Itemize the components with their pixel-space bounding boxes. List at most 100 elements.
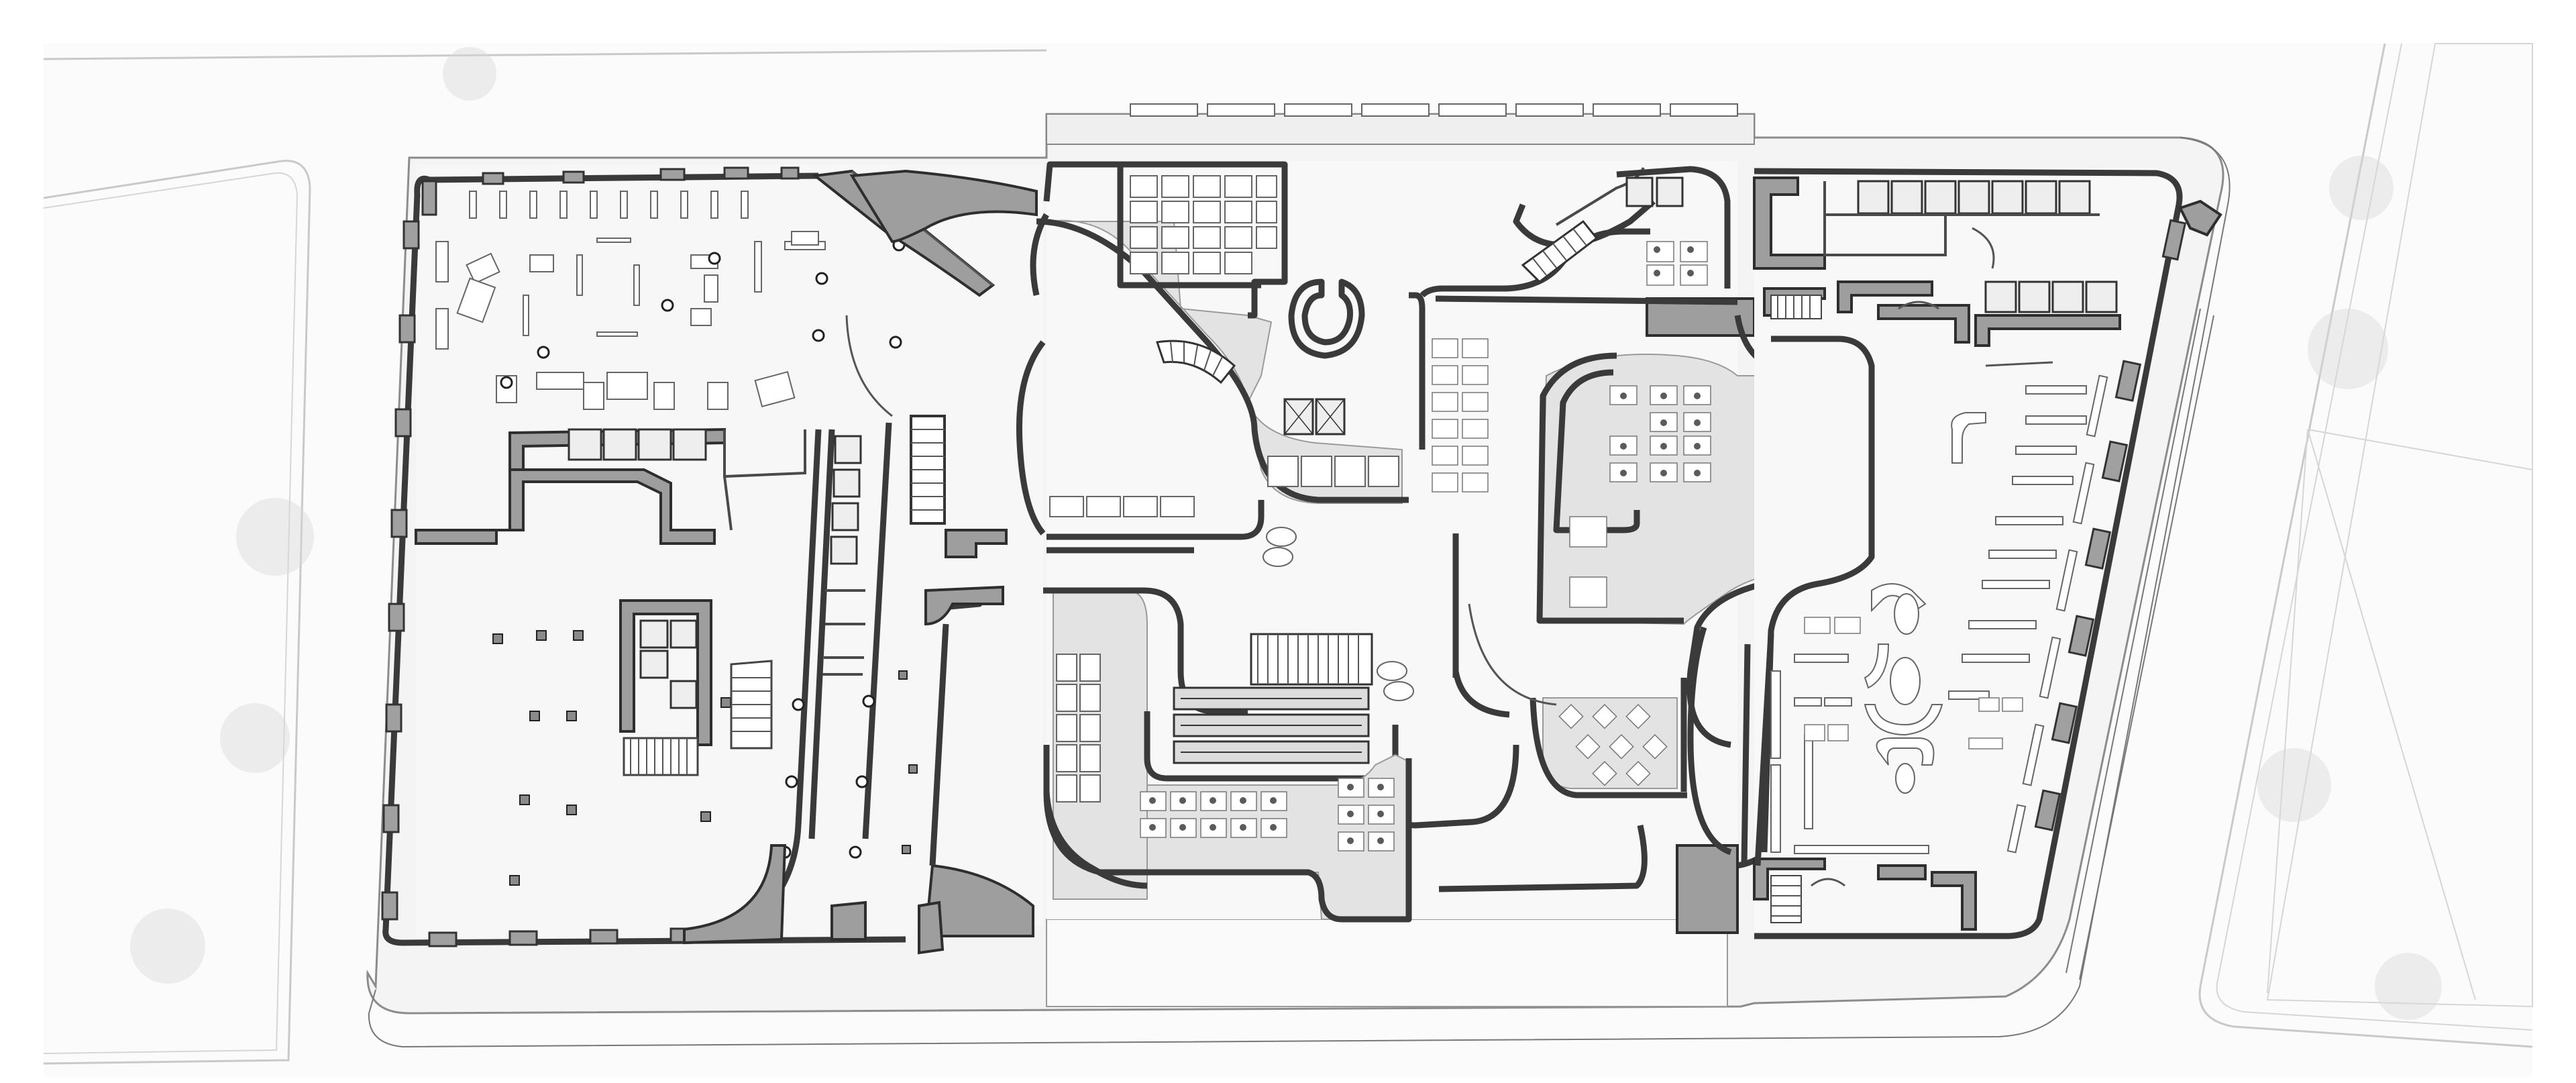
reading-arc [1876,737,1935,766]
west-wing-floor [416,164,1043,939]
east-building-hip-1 [2267,429,2533,1000]
stair-drum [1288,278,1365,359]
shelf-line [596,238,631,243]
west-wing-sw-curve [683,844,787,945]
display-table [536,372,584,390]
south-commons-curve [1438,825,1648,892]
column-icon [902,845,911,854]
tree-icon [2329,156,2394,220]
atrium-elevators [1283,398,1346,435]
skylight-panel [1593,103,1661,117]
lounge-table [1130,175,1158,198]
elevator-icon [669,619,698,649]
shelving-icon [1962,654,2030,663]
east-block-outline [2198,43,2533,1048]
seat-block [1056,744,1077,772]
skylight-panel [1207,103,1275,117]
north-lounge-floor [1046,219,1403,504]
column-icon [519,794,530,805]
desk-cluster-icon [1432,419,1458,439]
atrium-long-wall [1409,292,1426,450]
wall-pier [723,166,749,180]
wall-pier [589,929,619,945]
column-icon [849,845,862,859]
elevator-icon [831,502,859,531]
cafe-wall [1529,697,1687,798]
west-wing-east-spine [862,422,892,839]
west-atrium-bench [945,529,1008,558]
east-block-inner [2216,43,2533,1031]
seat-block [1079,774,1101,803]
column-icon [720,697,731,708]
shelving-icon [2006,804,2027,854]
desk-cluster-center-north [1432,338,1489,493]
east-wing-se-arc [1811,878,1845,887]
column-icon [661,299,674,312]
seat-block [1160,496,1195,517]
skylight-panel [1284,103,1352,117]
east-wing-north-arc [1985,361,2053,367]
elevator-icon [1991,180,2024,215]
column-icon [792,698,805,711]
shelving-icon [2022,723,2045,786]
north-lounge-wall [1043,161,1288,319]
seat-block [1079,744,1101,772]
elevator-icon [1857,180,1890,215]
tree-icon [220,703,290,773]
shelving-icon [1968,620,2037,629]
library-stacks-north [1948,385,2087,700]
east-wing-inner-curve [1687,626,1732,856]
wall-pier [2034,789,2061,831]
lounge-table [1193,175,1221,198]
library-stacks-east [2006,374,2108,854]
core-walls [619,599,712,746]
north-street-edge [43,49,1047,60]
column-icon [815,272,828,285]
east-wall-piers [2034,219,2187,831]
atrium-seat-row [1049,456,1399,517]
display-table [583,382,604,410]
elevator-icon [834,435,862,464]
elevator-icon [602,428,637,461]
east-wing-se-rooms [1753,858,1826,900]
west-wing-spine-wall-2 [808,429,835,839]
north-wall-piers [421,166,800,216]
shelving-icon [1770,670,1781,759]
wedge-curve-wall [849,169,1038,244]
desk-cluster-icon [1170,791,1197,811]
desk-cluster-east-wing [1804,617,2023,750]
shelving-icon [1794,697,1822,707]
desk-cluster-icon [1432,365,1458,385]
elevator-icon [1924,180,1957,215]
lounge-table [1256,226,1277,249]
desk-cluster-icon [1462,446,1489,466]
column-icon [785,775,798,788]
east-wing-exterior-wall [1754,168,2183,939]
canopy-strip [1046,113,1755,145]
wall-pier [402,220,420,250]
lounge-table [1130,201,1158,223]
shelving-icon [1794,654,1849,663]
wall-pier [2068,615,2095,657]
tree-icon [2257,748,2331,822]
desk-cluster-icon [1646,264,1674,286]
wall-pier [2114,360,2142,402]
shelving-icon [1804,734,1813,829]
desk-cluster-icon [2002,697,2023,712]
spine-elevators [830,435,862,565]
seat-block [1079,714,1101,742]
wall-pier [388,603,405,632]
desk-cluster-icon [1462,419,1489,439]
wedge-lower-curve [845,315,893,417]
shelving-icon [1770,764,1781,853]
column-icon [855,775,869,788]
lounge-seat-pair [1377,661,1407,681]
service-arc-2 [1898,301,1939,310]
column-icon [573,630,584,641]
seat-block [1056,774,1077,803]
shelf-line [523,295,529,336]
west-wing-exterior-wall [382,175,906,946]
shelf-unit [650,191,658,219]
west-south-edge-wall [830,900,867,941]
elevator-icon [1984,280,2017,313]
